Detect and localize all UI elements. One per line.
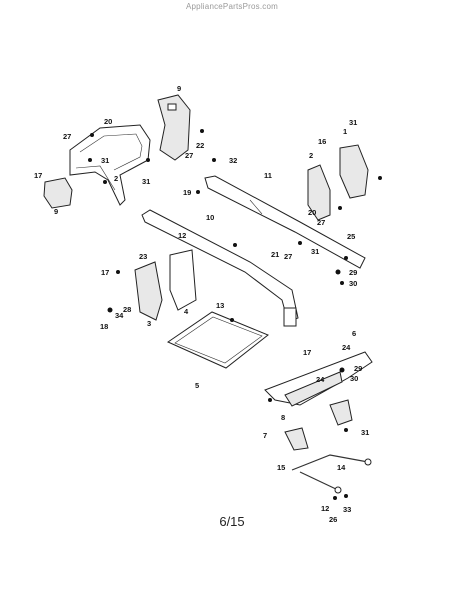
callout-21: 21 [271,250,279,259]
callout-31-bottom: 31 [361,428,369,437]
callout-20-right: 20 [308,208,316,217]
page-number: 6/15 [219,514,245,529]
callout-20-top: 20 [104,117,112,126]
callout-13: 13 [216,301,224,310]
bracket-upright [157,94,191,161]
callout-31-left: 31 [101,156,109,165]
callout-25: 25 [347,232,355,241]
callout-30-upper: 30 [349,279,357,288]
callout-28: 28 [123,305,131,314]
callout-17-mid: 17 [101,268,109,277]
callout-9-top: 9 [177,84,181,93]
main-frame [204,175,366,269]
callout-9-left: 9 [54,207,58,216]
callout-34: 34 [115,311,124,320]
callout-2-left: 2 [114,174,118,183]
callout-32: 32 [229,156,237,165]
fastener-dots [88,129,382,500]
callout-15: 15 [277,463,285,472]
callout-16: 16 [318,137,326,146]
callout-10: 10 [206,213,214,222]
bracket-right [307,144,369,221]
callout-24-upper: 24 [342,343,351,352]
callout-14: 14 [337,463,346,472]
bracket-left [43,177,73,209]
callout-29-lower: 29 [354,364,362,373]
callouts: 9 20 27 31 17 2 9 31 22 27 32 19 11 31 1… [34,84,369,524]
callout-5: 5 [195,381,199,390]
callout-31-mid: 31 [142,177,150,186]
callout-22: 22 [196,141,204,150]
frame-rail [141,209,299,327]
callout-17-left: 17 [34,171,42,180]
callout-12-bottom: 12 [321,504,329,513]
callout-27-mid: 27 [185,151,193,160]
callout-31-right: 31 [349,118,357,127]
callout-11: 11 [264,171,272,180]
callout-8: 8 [281,413,285,422]
lower-assembly [264,351,373,426]
callout-30-lower: 30 [350,374,358,383]
callout-4: 4 [184,307,189,316]
linkage-rod [291,454,372,494]
callout-29-upper: 29 [349,268,357,277]
bracket-7 [284,427,309,451]
callout-33: 33 [343,505,351,514]
callout-7: 7 [263,431,267,440]
callout-3: 3 [147,319,151,328]
callout-27-top: 27 [63,132,71,141]
callout-27-right: 27 [317,218,325,227]
callout-27-lower: 27 [284,252,292,261]
callout-18: 18 [100,322,108,331]
callout-26: 26 [329,515,337,524]
callout-31-lower: 31 [311,247,319,256]
callout-2-right: 2 [309,151,313,160]
deck-plate [166,311,269,369]
callout-23: 23 [139,252,147,261]
callout-19: 19 [183,188,191,197]
callout-12-mid: 12 [178,231,186,240]
callout-17-lower: 17 [303,348,311,357]
callout-1: 1 [343,127,347,136]
watermark: AppliancePartsPros.com [186,2,278,11]
callout-24-lower: 24 [316,375,325,384]
hanger-plates [134,249,197,321]
callout-6: 6 [352,329,356,338]
front-bumper-bar [69,124,151,206]
